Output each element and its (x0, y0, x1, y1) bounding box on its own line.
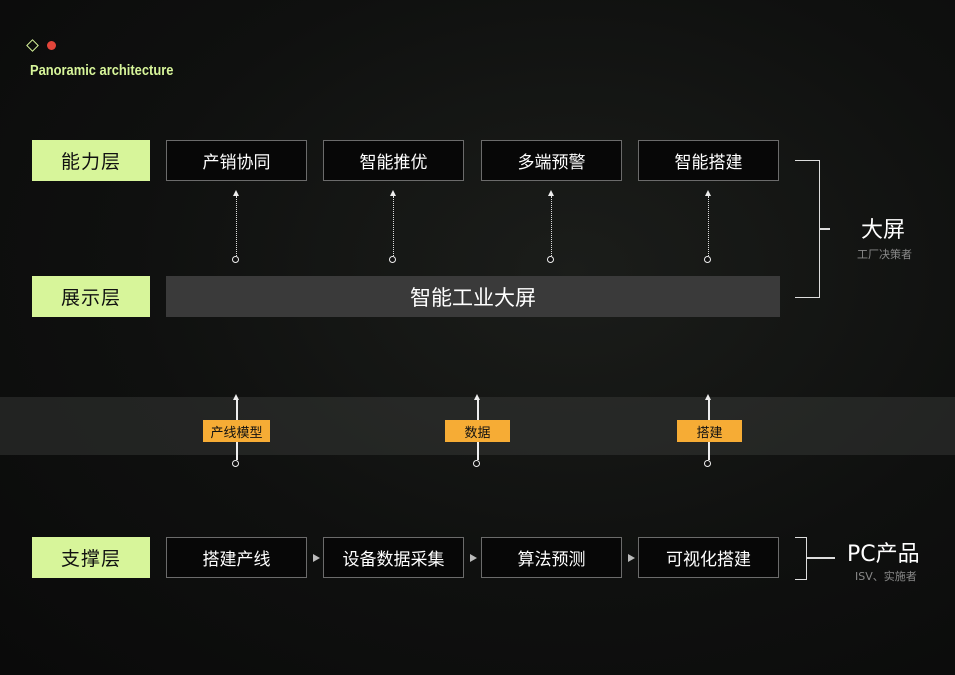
bracket-tick (807, 557, 835, 559)
arrow-up-icon (548, 190, 554, 196)
layer-label-capability: 能力层 (32, 140, 150, 181)
data-tag: 产线模型 (203, 420, 270, 442)
support-box: 可视化搭建 (638, 537, 779, 578)
bracket-tick (820, 228, 830, 230)
connector-node (547, 256, 554, 263)
capability-box: 多端预警 (481, 140, 622, 181)
side-title-pc: PC产品 (847, 542, 920, 567)
data-tag: 数据 (445, 420, 510, 442)
data-tag: 搭建 (677, 420, 742, 442)
connector-node (704, 256, 711, 263)
capability-box: 智能推优 (323, 140, 464, 181)
side-title-screen: 大屏 (861, 218, 906, 243)
arrow-up-icon (705, 190, 711, 196)
dotted-connector (236, 196, 237, 256)
arrow-up-icon (233, 394, 239, 400)
side-subtitle-pc: ISV、实施者 (855, 570, 917, 583)
capability-box: 产销协同 (166, 140, 307, 181)
connector-node (232, 460, 239, 467)
bracket-screen (795, 160, 820, 298)
dotted-connector (708, 196, 709, 256)
layer-label-display: 展示层 (32, 276, 150, 317)
connector-node (232, 256, 239, 263)
support-box: 算法预测 (481, 537, 622, 578)
arrow-up-icon (705, 394, 711, 400)
chevron-right-icon (628, 554, 635, 562)
arrow-up-icon (390, 190, 396, 196)
connector-node (389, 256, 396, 263)
support-box: 搭建产线 (166, 537, 307, 578)
connector-node (473, 460, 480, 467)
capability-box: 智能搭建 (638, 140, 779, 181)
arrow-up-icon (233, 190, 239, 196)
side-subtitle-screen: 工厂决策者 (857, 248, 912, 261)
support-box: 设备数据采集 (323, 537, 464, 578)
page-title: Panoramic architecture (30, 62, 174, 79)
red-dot-icon (47, 41, 56, 50)
dotted-connector (393, 196, 394, 256)
diamond-icon (26, 39, 39, 52)
layer-label-support: 支撑层 (32, 537, 150, 578)
connector-node (704, 460, 711, 467)
arrow-up-icon (474, 394, 480, 400)
chevron-right-icon (313, 554, 320, 562)
dotted-connector (551, 196, 552, 256)
display-screen-bar: 智能工业大屏 (166, 276, 780, 317)
chevron-right-icon (470, 554, 477, 562)
bracket-pc (795, 537, 807, 580)
header-icons (26, 39, 56, 52)
